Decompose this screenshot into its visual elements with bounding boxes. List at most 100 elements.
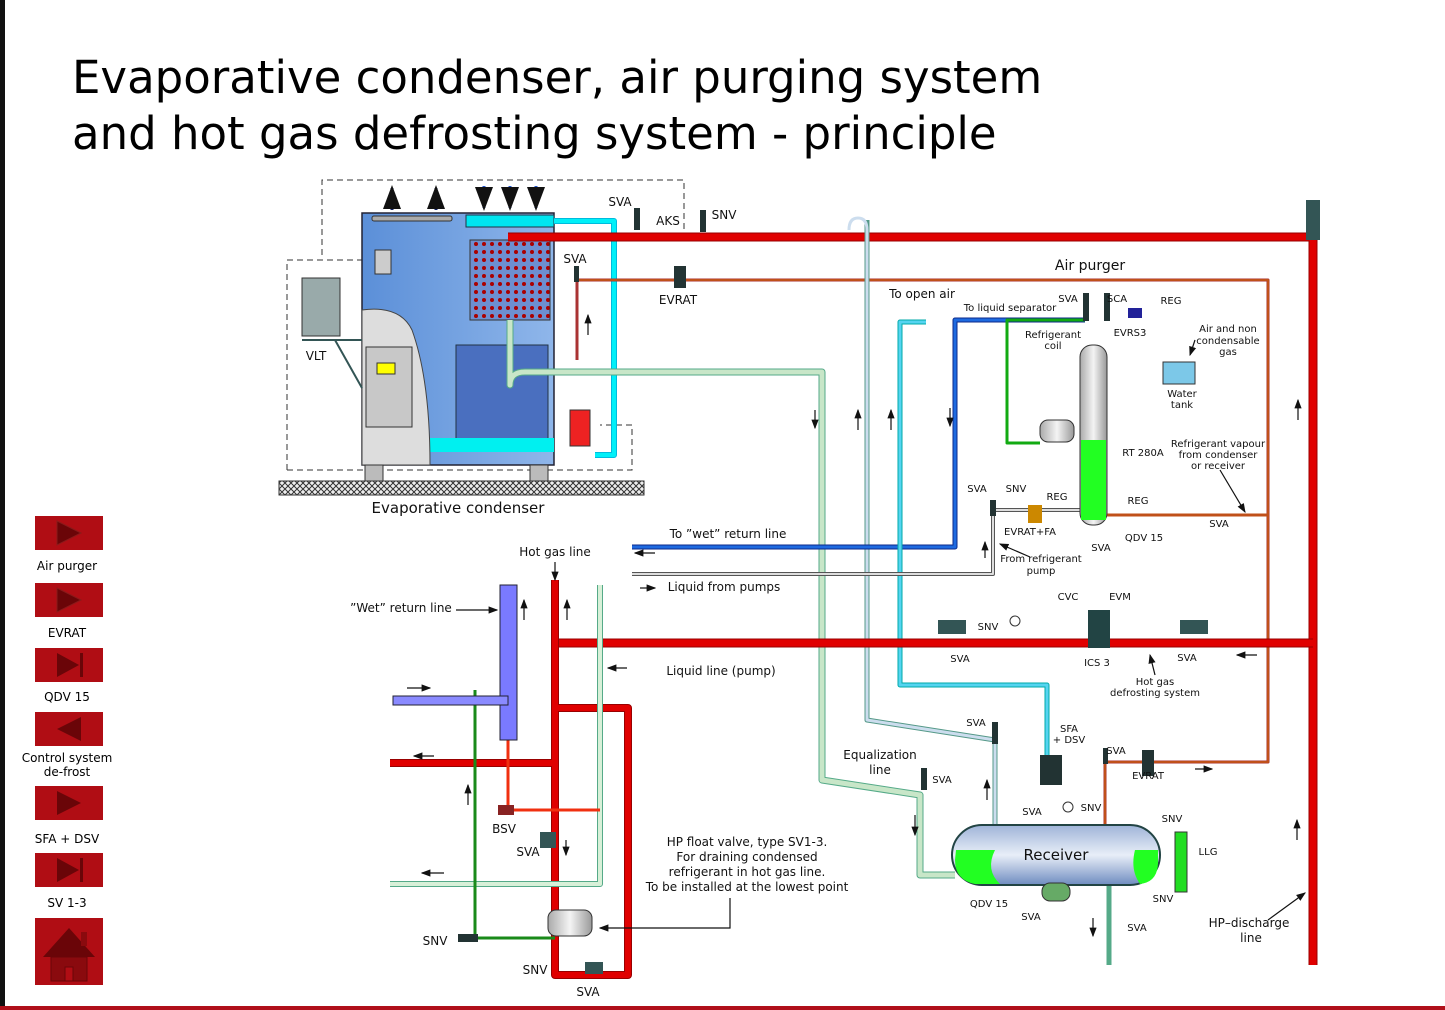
svg-text:VLT: VLT [306,349,327,363]
spray-header [465,214,555,228]
svg-text:Equalization: Equalization [843,748,916,762]
svg-text:Hot gas line: Hot gas line [519,545,591,559]
svg-text:SNV: SNV [523,963,549,977]
home-button[interactable] [35,918,103,985]
nav-label: Control system de-frost [21,751,113,779]
nav-label: SFA + DSV [34,832,100,846]
pressure-gauge-icon [1009,615,1021,627]
valve-icon [458,200,1320,974]
nav-label: SV 1-3 [47,896,87,910]
play-icon [56,587,83,613]
nav-sfa-dsv-button[interactable] [35,786,103,820]
svg-text:EVRS3: EVRS3 [1114,328,1147,339]
float-valve-purger [1039,419,1075,443]
nav-sv13-button[interactable] [35,853,103,887]
svg-text:To be installed at the lowest: To be installed at the lowest point [645,880,849,894]
vlt-drive [301,277,341,337]
svg-text:EVRAT: EVRAT [659,293,698,307]
svg-text:SVA: SVA [932,775,952,786]
vlt-bracket [302,339,363,389]
svg-text:SVA: SVA [1021,912,1041,923]
pump [569,409,591,447]
svg-text:gas: gas [1219,347,1237,358]
condenser-foot [529,464,549,482]
svg-text:BSV: BSV [492,822,517,836]
nav-label: QDV 15 [44,690,90,704]
svg-text:or receiver: or receiver [1191,461,1246,472]
nav-label: Air purger [36,559,98,573]
svg-text:HP float valve, type SV1-3.: HP float valve, type SV1-3. [667,835,828,849]
svg-text:AKS: AKS [656,214,680,228]
play-icon [57,791,81,815]
svg-text:QDV 15: QDV 15 [1125,533,1163,544]
svg-text:CVC: CVC [1058,592,1079,603]
svg-text:To open air: To open air [888,287,955,301]
svg-text:SNV: SNV [1153,894,1174,905]
svg-text:Refrigerant: Refrigerant [1025,330,1081,341]
diagram-labels: SVA AKS SNV SVA EVRAT VLT Evaporative co… [306,195,1290,999]
svg-text:EVRAT+FA: EVRAT+FA [1004,527,1056,538]
svg-text:SNV: SNV [1081,803,1102,814]
purger-liquid [1081,440,1106,520]
svg-text:line: line [869,763,891,777]
svg-text:Liquid line (pump): Liquid line (pump) [666,664,775,678]
svg-text:SVA: SVA [516,845,540,859]
play-icon [56,520,83,546]
svg-text:EVRAT: EVRAT [1132,771,1165,782]
svg-text:To ”wet” return line: To ”wet” return line [669,527,787,541]
svg-text:Air purger: Air purger [1055,258,1125,274]
svg-text:SVA: SVA [1209,519,1229,530]
skip-forward-icon [57,653,83,677]
svg-text:from condenser: from condenser [1179,450,1259,461]
fan-blade [371,215,453,222]
svg-text:Receiver: Receiver [1024,846,1090,864]
svg-text:+ DSV: + DSV [1053,735,1086,746]
svg-text:condensable: condensable [1196,336,1259,347]
nav-control-defrost-button[interactable] [35,712,103,746]
svg-text:REG: REG [1127,496,1148,507]
receiver-vessel [951,824,1188,902]
nav-evrat-button[interactable] [35,583,103,617]
svg-text:SVA: SVA [950,654,970,665]
svg-text:SVA: SVA [1127,923,1147,934]
fan-motor [374,249,392,275]
svg-text:Hot gas: Hot gas [1136,677,1174,688]
svg-text:SNV: SNV [423,934,449,948]
svg-text:Evaporative condenser: Evaporative condenser [372,499,546,517]
nav-label: EVRAT [47,626,87,640]
svg-text:refrigerant in hot gas line.: refrigerant in hot gas line. [669,865,826,879]
svg-text:From refrigerant: From refrigerant [1000,554,1081,565]
svg-text:SNV: SNV [712,208,738,222]
svg-text:tank: tank [1171,400,1193,411]
svg-text:SVA: SVA [967,484,987,495]
svg-text:EVM: EVM [1109,592,1131,603]
ground-slab [278,480,645,496]
flow-arrows [407,313,1306,938]
coil-loop [1005,318,1085,445]
svg-text:coil: coil [1044,341,1061,352]
nav-air-purger-button[interactable] [35,516,103,550]
svg-text:RT 280A: RT 280A [1122,448,1164,459]
pressure-gauge-icon [1062,801,1074,813]
svg-text:SFA: SFA [1060,724,1078,735]
back-icon [57,717,81,741]
svg-text:SVA: SVA [1106,746,1126,757]
fill-pack [455,344,549,446]
to-wet-return-line [632,317,1085,550]
svg-text:REG: REG [1160,296,1181,307]
svg-text:SVA: SVA [576,985,600,999]
svg-text:QDV 15: QDV 15 [970,899,1008,910]
svg-text:SVA: SVA [608,195,632,209]
home-icon [43,928,95,982]
svg-text:Air and non: Air and non [1199,324,1257,335]
svg-text:defrosting system: defrosting system [1110,688,1200,699]
left-edge [0,0,5,1010]
condenser-coil [469,239,551,321]
svg-text:SVA: SVA [1058,294,1078,305]
svg-text:Refrigerant vapour: Refrigerant vapour [1171,439,1266,450]
svg-text:REG: REG [1046,492,1067,503]
svg-text:SVA: SVA [966,718,986,729]
nav-qdv15-button[interactable] [35,648,103,682]
liquid-line-pump [390,585,603,887]
